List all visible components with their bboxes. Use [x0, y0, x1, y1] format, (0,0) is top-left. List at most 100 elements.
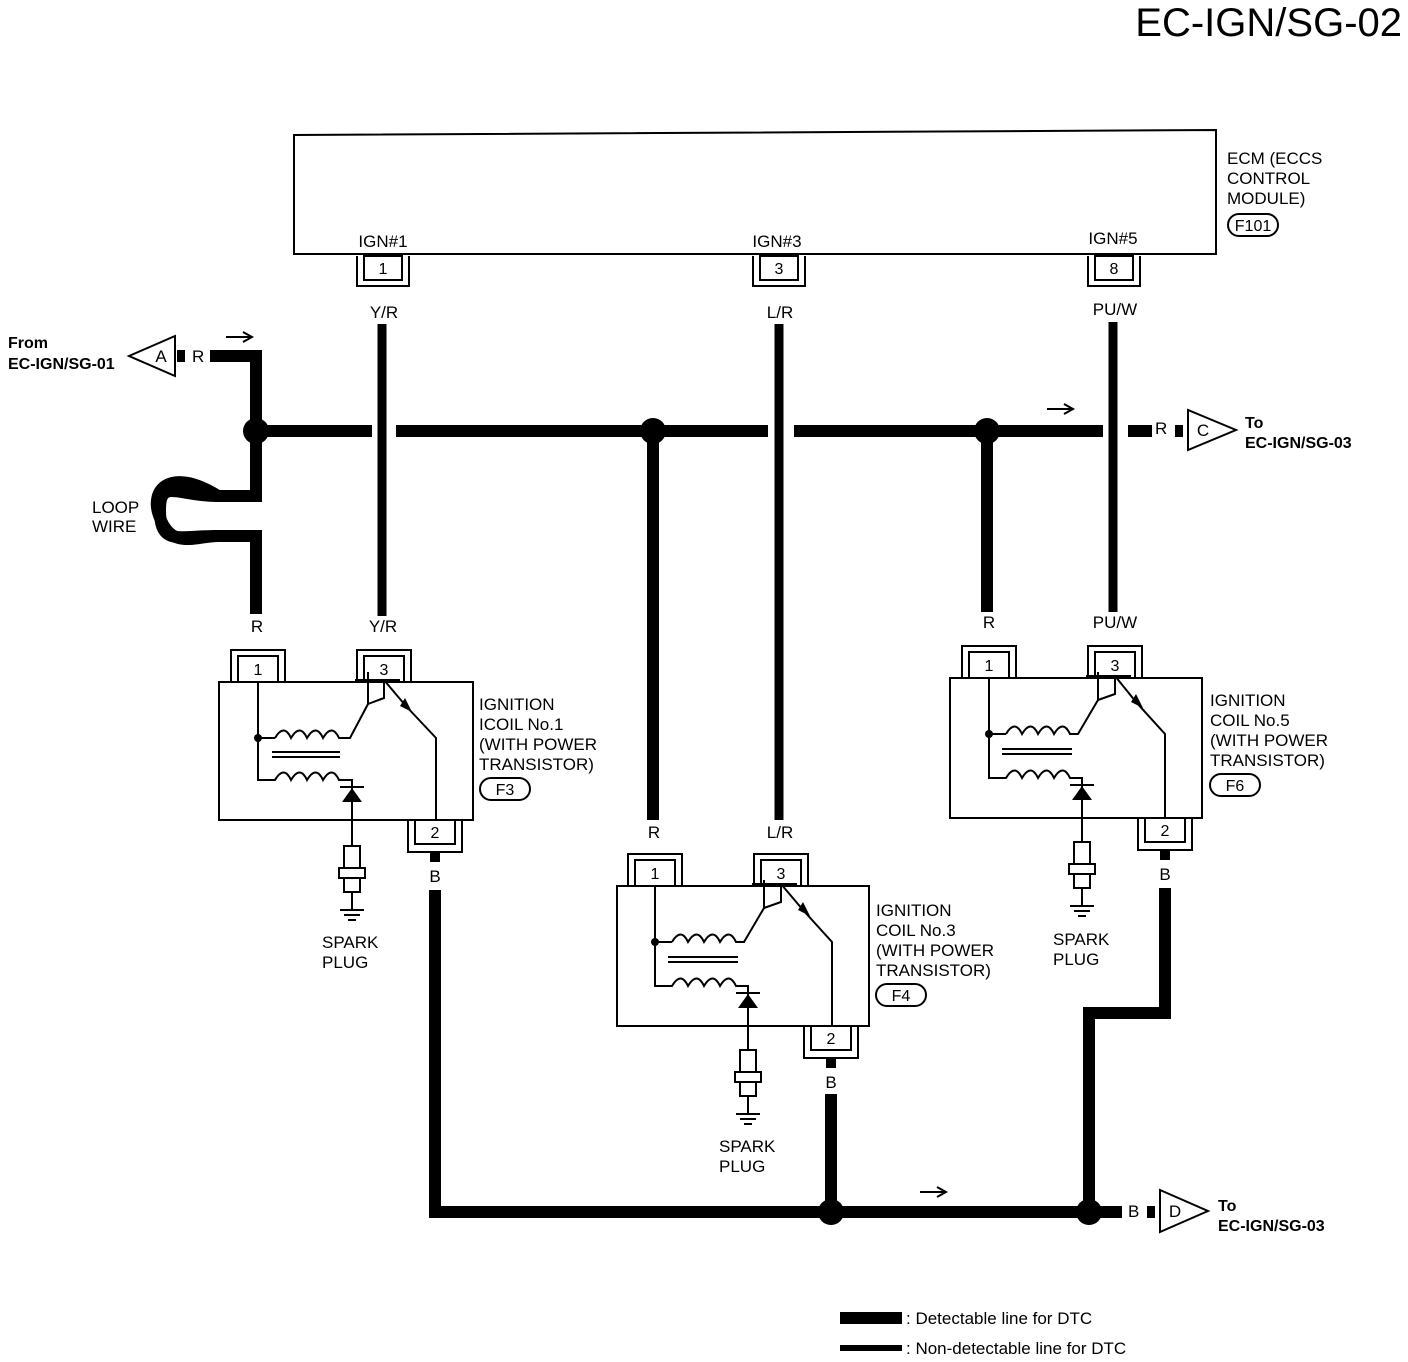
coil1-plug-label-2: PLUG: [322, 953, 368, 972]
connector-d-wire: B: [1128, 1202, 1139, 1221]
splice-point-5: [1076, 1199, 1102, 1225]
ecm-pin-3: 3: [775, 261, 784, 278]
connector-a-letter: A: [155, 347, 167, 366]
ignition-coil-3: R L/R 1 3 IGNITION COIL No.3 (WITH POWER…: [616, 823, 994, 1176]
coil3-label-1: IGNITION: [876, 901, 952, 920]
coil1-wire-r: R: [251, 617, 263, 636]
coil3-pin-1: 1: [651, 866, 660, 883]
wire-b-coil5: [1083, 888, 1171, 1212]
connector-d-flag: [1159, 1188, 1211, 1234]
loop-wire: [150, 476, 222, 545]
ecm-pin-1-connector: 1: [356, 255, 410, 287]
ecm-pin-8-connector: 8: [1087, 255, 1141, 287]
ignition-coil-1: R Y/R 1 3 IGNITION ICOIL No.1 (WITH POWE…: [218, 617, 597, 972]
coil1-wire-b: B: [429, 867, 440, 886]
ecm-terminal-ign1: IGN#1: [358, 232, 407, 251]
coil1-label-4: TRANSISTOR): [479, 755, 594, 774]
flow-arrow-c: [1047, 403, 1076, 415]
coil5-plug-label-1: SPARK: [1053, 930, 1110, 949]
connector-d-text-1: To: [1218, 1198, 1237, 1215]
ecm-box: [293, 128, 1217, 255]
coil3-wire-r: R: [648, 823, 660, 842]
splice-point-1: [243, 418, 269, 444]
coil1-spark-plug-icon: [338, 845, 366, 921]
ecm-terminal-ign3: IGN#3: [752, 232, 801, 251]
ecm-connector-id: F101: [1235, 218, 1272, 235]
coil3-label-4: TRANSISTOR): [876, 961, 991, 980]
coil1-pin-1: 1: [254, 662, 263, 679]
connector-c-letter: C: [1197, 421, 1209, 440]
connector-a-text-2: EC-IGN/SG-01: [8, 356, 115, 373]
coil5-label-4: TRANSISTOR): [1210, 751, 1325, 770]
connector-c-flag: [1187, 408, 1239, 452]
coil3-wire-signal: L/R: [767, 823, 793, 842]
wire-label-puw-top: PU/W: [1093, 300, 1137, 319]
connector-c: R C To EC-IGN/SG-03: [1155, 408, 1352, 452]
coil3-label-3: (WITH POWER: [876, 941, 994, 960]
connector-a: From EC-IGN/SG-01 A R: [8, 331, 255, 378]
coil1-wire-signal: Y/R: [369, 617, 397, 636]
coil3-wire-b: B: [825, 1073, 836, 1092]
ecm-label-line-3: MODULE): [1227, 189, 1305, 208]
loop-wire-label-2: WIRE: [92, 517, 136, 536]
coil5-plug-label-2: PLUG: [1053, 950, 1099, 969]
coil1-pin-3: 3: [380, 662, 389, 679]
coil3-plug-label-2: PLUG: [719, 1157, 765, 1176]
coil3-label-2: COIL No.3: [876, 921, 956, 940]
coil5-pin-1: 1: [985, 658, 994, 675]
coil3-pin-2: 2: [827, 1031, 836, 1048]
coil5-pin-3: 3: [1111, 658, 1120, 675]
connector-d-letter: D: [1169, 1202, 1181, 1221]
ecm-label-line-1: ECM (ECCS: [1227, 149, 1322, 168]
connector-c-text-1: To: [1245, 415, 1264, 432]
ecm-pin-1: 1: [379, 261, 388, 278]
coil5-wire-signal: PU/W: [1093, 613, 1137, 632]
coil1-pin-2: 2: [431, 825, 440, 842]
coil3-spark-plug-icon: [734, 1049, 762, 1125]
ecm-module: ECM (ECCS CONTROL MODULE) F101: [293, 128, 1322, 255]
coil5-label-3: (WITH POWER: [1210, 731, 1328, 750]
connector-c-text-2: EC-IGN/SG-03: [1245, 435, 1352, 452]
ground-bus: [429, 888, 1171, 1225]
coil5-connector-id: F6: [1226, 778, 1245, 795]
connector-d-text-2: EC-IGN/SG-03: [1218, 1218, 1325, 1235]
wire-label-yr-top: Y/R: [370, 303, 398, 322]
coil1-connector-id: F3: [496, 782, 515, 799]
ecm-terminal-ign5: IGN#5: [1088, 229, 1137, 248]
ecm-connector-badge: [1227, 213, 1279, 237]
coil5-spark-plug-icon: [1068, 841, 1096, 917]
ecm-label-line-2: CONTROL: [1227, 169, 1310, 188]
connector-c-wire: R: [1155, 419, 1167, 438]
ecm-pin-3-connector: 3: [752, 255, 806, 287]
coil5-wire-b: B: [1159, 865, 1170, 884]
connector-a-text-1: From: [8, 335, 48, 352]
splice-point-4: [818, 1199, 844, 1225]
legend: : Detectable line for DTC : Non-detectab…: [840, 1309, 1126, 1358]
connector-a-flag: [126, 334, 176, 378]
coil1-label-1: IGNITION: [479, 695, 555, 714]
coil5-wire-r: R: [983, 613, 995, 632]
coil5-label-2: COIL No.5: [1210, 711, 1290, 730]
wire-label-lr-top: L/R: [767, 303, 793, 322]
loop-wire-label-1: LOOP: [92, 498, 139, 517]
legend-detectable: : Detectable line for DTC: [906, 1309, 1092, 1328]
connector-d: B D To EC-IGN/SG-03: [1128, 1188, 1325, 1235]
legend-non-detectable: : Non-detectable line for DTC: [906, 1339, 1126, 1358]
ignition-coil-5: R PU/W 1 3 IGNITION COIL No.5 (WITH POWE…: [949, 613, 1328, 969]
wire-b-coil1: [429, 890, 820, 1218]
coil5-label-1: IGNITION: [1210, 691, 1286, 710]
coil3-plug-label-1: SPARK: [719, 1137, 776, 1156]
coil1-label-3: (WITH POWER: [479, 735, 597, 754]
connector-a-wire: R: [192, 347, 204, 366]
coil1-label-2: ICOIL No.1: [479, 715, 563, 734]
r-power-bus: [256, 403, 1152, 437]
coil1-plug-label-1: SPARK: [322, 933, 379, 952]
coil5-pin-2: 2: [1161, 823, 1170, 840]
ecm-pin-8: 8: [1110, 261, 1119, 278]
page-title: EC-IGN/SG-02: [1135, 1, 1402, 45]
coil3-pin-3: 3: [777, 866, 786, 883]
coil3-connector-id: F4: [892, 988, 911, 1005]
flow-arrow-d: [920, 1186, 949, 1198]
flow-arrow-a: [226, 331, 255, 343]
